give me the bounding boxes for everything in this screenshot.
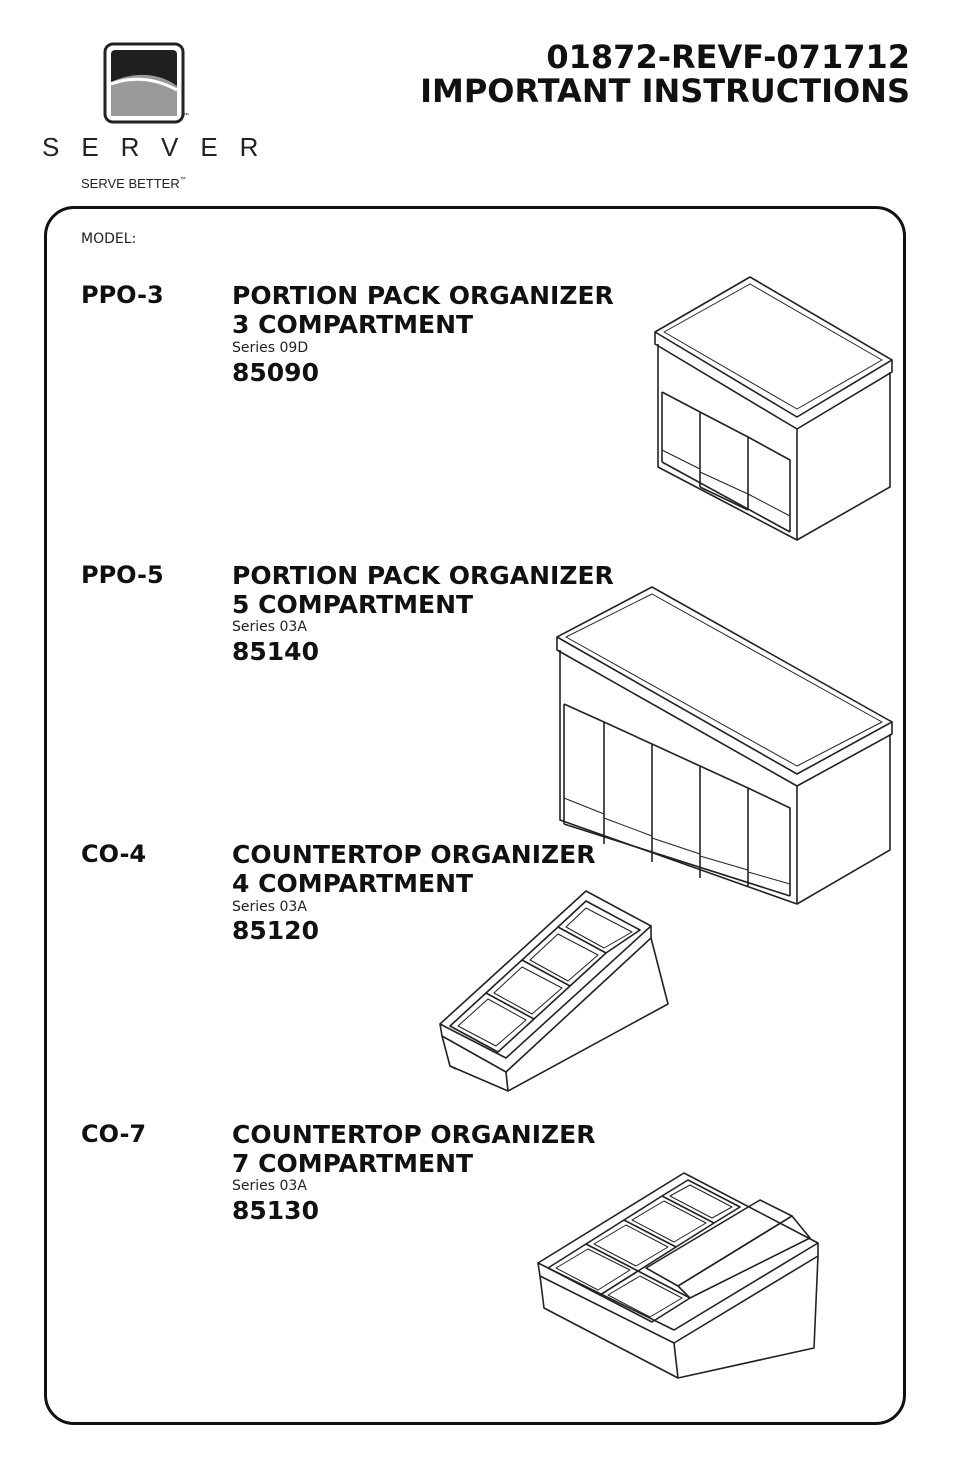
server-logo-icon	[103, 42, 185, 124]
co-7-illustration	[537, 1172, 819, 1379]
document-heading: IMPORTANT INSTRUCTIONS	[420, 72, 910, 110]
document-title: 01872-REVF-071712 IMPORTANT INSTRUCTIONS	[420, 40, 910, 108]
document-number: 01872-REVF-071712	[546, 38, 910, 76]
product-series: Series 03A	[232, 899, 307, 915]
model-code: CO-4	[81, 840, 147, 868]
model-code: PPO-3	[81, 281, 164, 309]
model-label: MODEL:	[81, 231, 137, 247]
ppo-3-illustration	[654, 276, 893, 541]
brand-name: SERVER	[42, 132, 281, 162]
part-number: 85120	[232, 916, 319, 945]
part-number: 85090	[232, 358, 319, 387]
model-code: CO-7	[81, 1120, 147, 1148]
product-series: Series 03A	[232, 619, 307, 635]
brand-tagline: SERVE BETTER™	[81, 176, 186, 191]
product-series: Series 03A	[232, 1178, 307, 1194]
logo-trademark: ™	[183, 113, 189, 119]
content-frame	[44, 206, 906, 1425]
part-number: 85140	[232, 637, 319, 666]
model-code: PPO-5	[81, 561, 164, 589]
ppo-5-illustration	[556, 586, 893, 905]
part-number: 85130	[232, 1196, 319, 1225]
product-series: Series 09D	[232, 340, 309, 356]
co-4-illustration	[439, 890, 669, 1092]
